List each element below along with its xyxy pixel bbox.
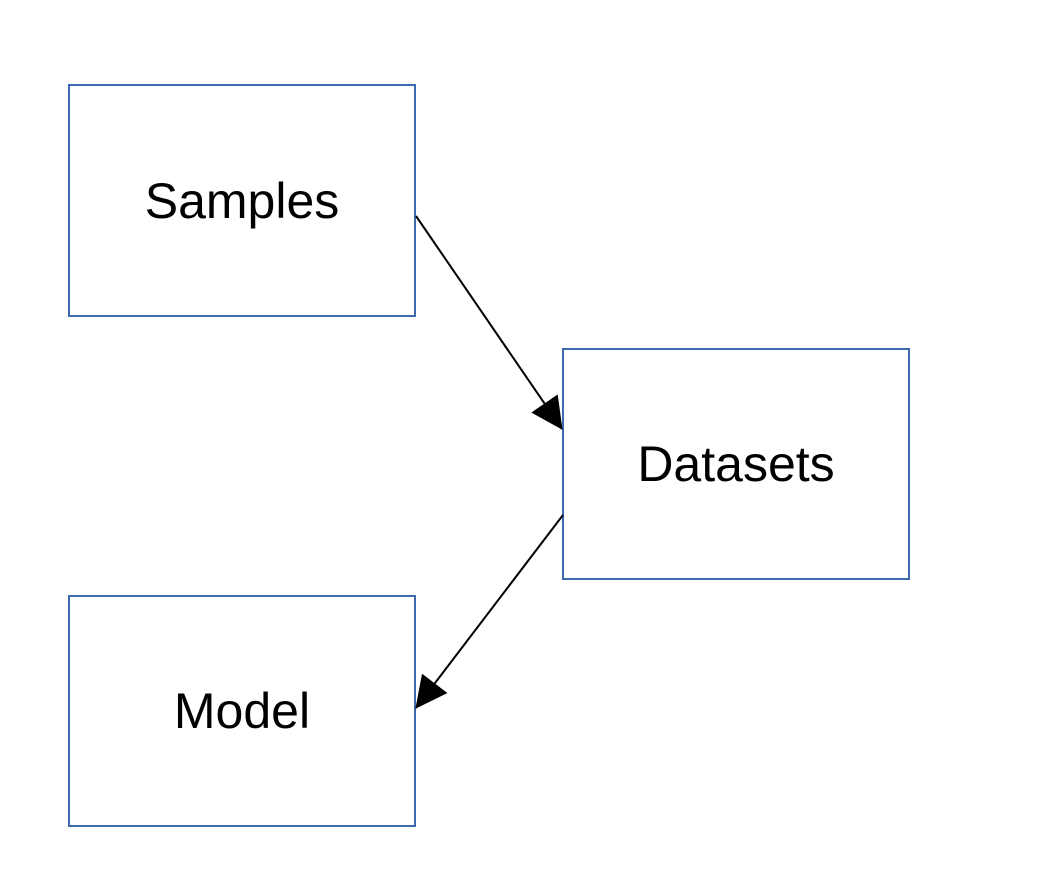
node-samples-label: Samples xyxy=(145,173,340,229)
node-model: Model xyxy=(68,595,416,827)
node-model-box xyxy=(68,595,416,827)
node-samples-box xyxy=(68,84,416,317)
node-samples: Samples xyxy=(68,84,416,317)
node-model-label: Model xyxy=(174,683,310,739)
node-datasets-box xyxy=(562,348,910,580)
node-datasets: Datasets xyxy=(562,348,910,580)
edge-samples-to-datasets xyxy=(415,215,563,430)
edge-datasets-to-model xyxy=(415,514,564,709)
node-datasets-label: Datasets xyxy=(637,436,834,492)
